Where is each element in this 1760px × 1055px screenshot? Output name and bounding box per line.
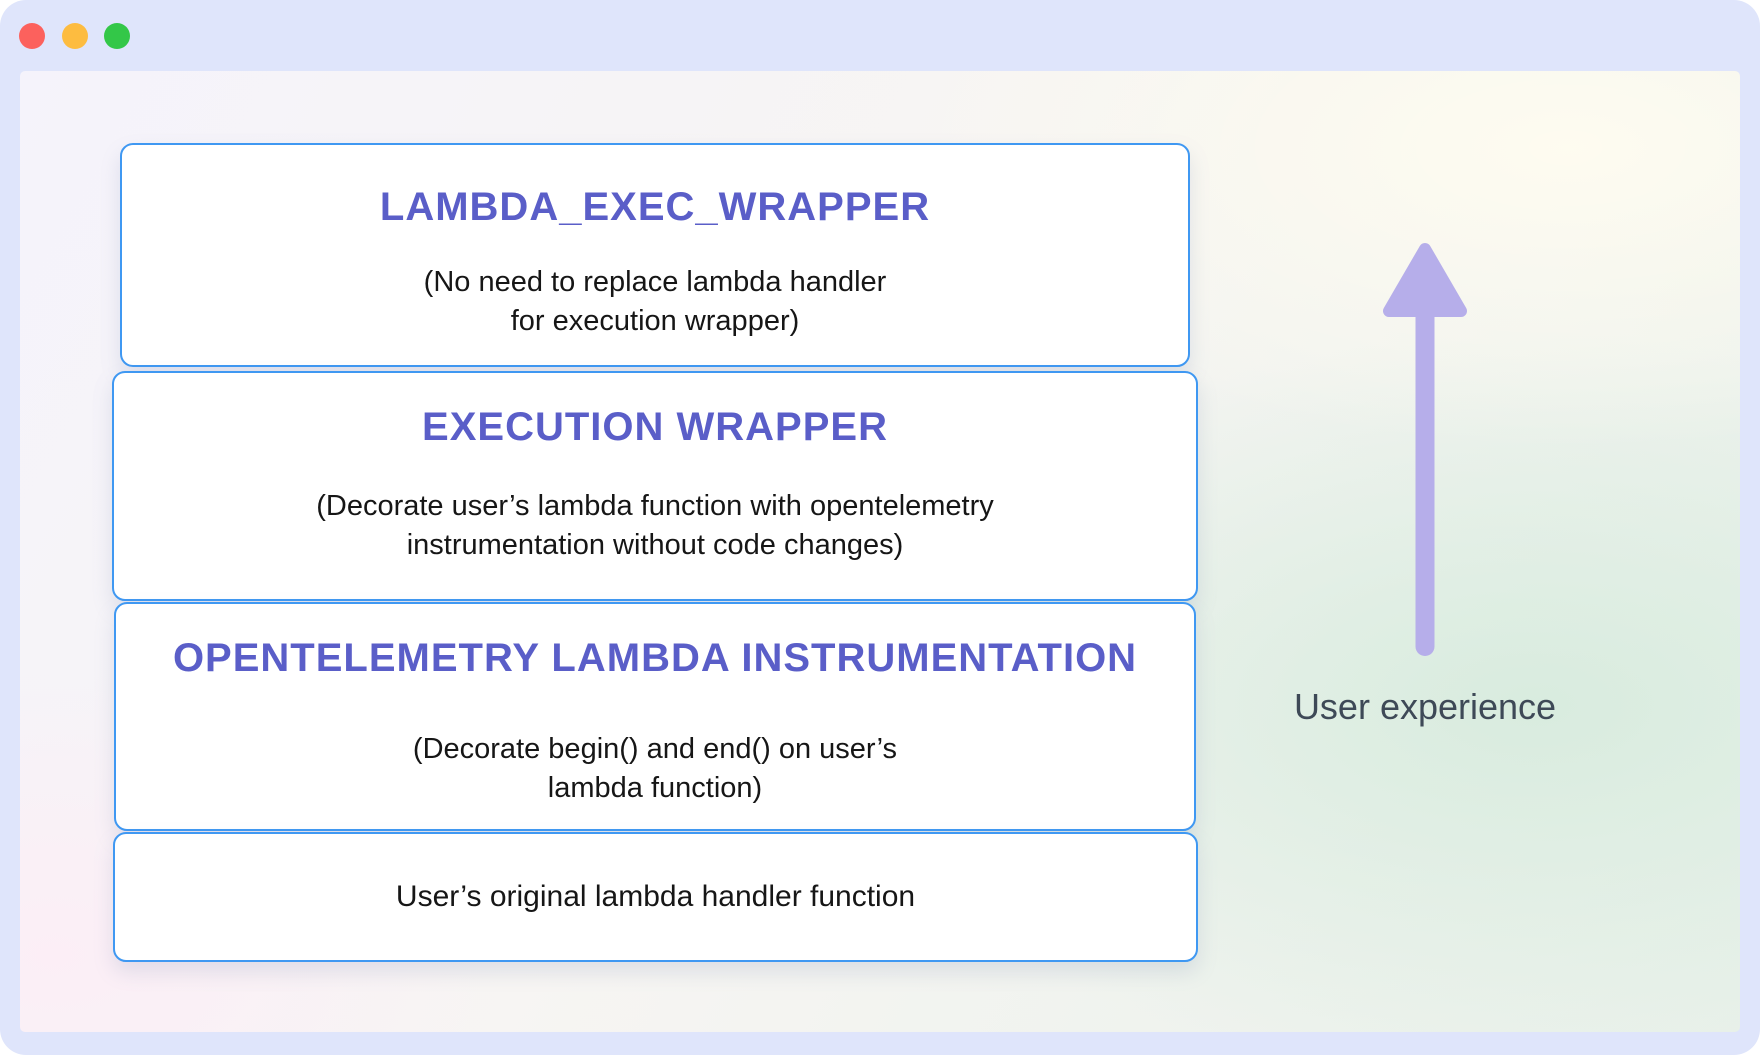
layer-description-line: (Decorate user’s lambda function with op… (316, 490, 994, 522)
layer-description-line: User’s original lambda handler function (395, 880, 916, 913)
layer-description-line: instrumentation without code changes) (406, 529, 904, 561)
layer-description: (Decorate begin() and end() on user’s la… (116, 730, 1194, 808)
layer-title: EXECUTION WRAPPER (422, 405, 888, 449)
layer-card-otel-lambda-instrumentation: OPENTELEMETRY LAMBDA INSTRUMENTATION (De… (114, 602, 1196, 831)
close-button[interactable] (19, 23, 45, 49)
layer-title: OPENTELEMETRY LAMBDA INSTRUMENTATION (172, 636, 1138, 680)
fullscreen-button[interactable] (104, 23, 130, 49)
user-experience-label: User experience (1293, 686, 1557, 727)
layer-description-line: (No need to replace lambda handler (423, 266, 887, 298)
layer-description: (No need to replace lambda handler for e… (122, 263, 1188, 341)
minimize-button[interactable] (62, 23, 88, 49)
layer-title: LAMBDA_EXEC_WRAPPER (379, 185, 931, 229)
window-titlebar (0, 0, 1760, 71)
layer-description: (Decorate user’s lambda function with op… (114, 487, 1196, 565)
layer-description-line: for execution wrapper) (510, 305, 800, 337)
layer-description-line: lambda function) (547, 772, 763, 804)
layer-card-execution-wrapper: EXECUTION WRAPPER (Decorate user’s lambd… (112, 371, 1198, 601)
diagram-canvas: LAMBDA_EXEC_WRAPPER (No need to replace … (20, 71, 1740, 1032)
layer-card-user-handler: User’s original lambda handler function (113, 832, 1198, 962)
layer-description-line: (Decorate begin() and end() on user’s (412, 733, 898, 765)
up-arrow-icon (1383, 243, 1467, 656)
layer-card-lambda-exec-wrapper: LAMBDA_EXEC_WRAPPER (No need to replace … (120, 143, 1190, 367)
